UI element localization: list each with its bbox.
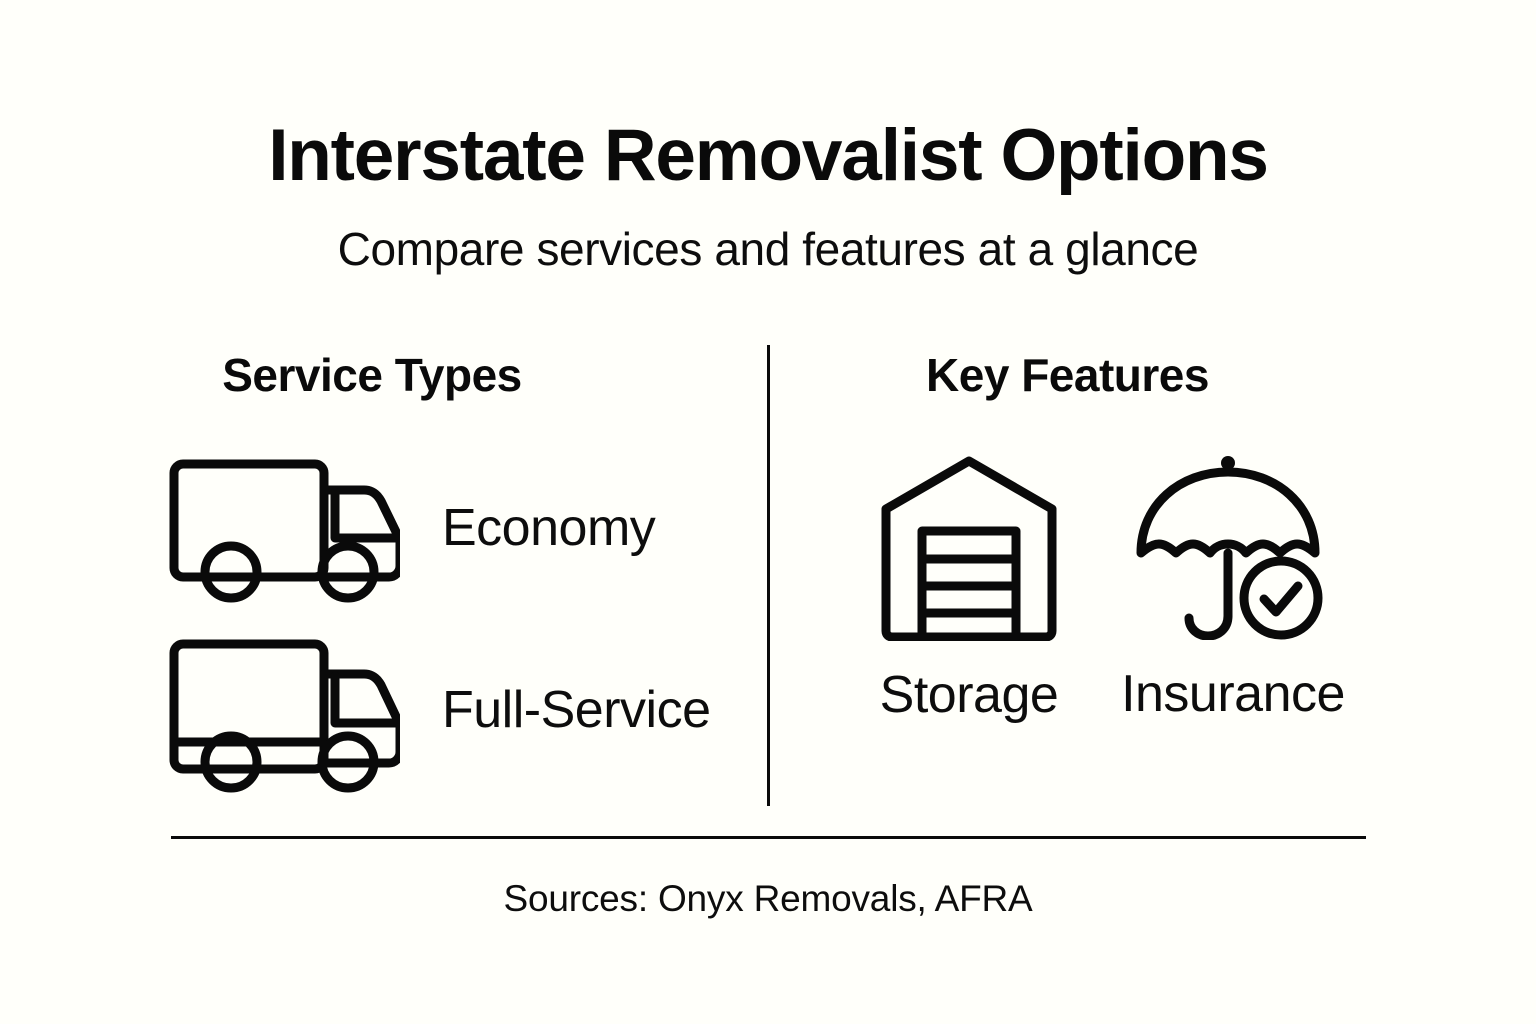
page-title: Interstate Removalist Options <box>268 115 1269 196</box>
feature-label-insurance: Insurance <box>1121 665 1345 723</box>
list-item: Insurance <box>1108 450 1358 720</box>
section-heading-service-types: Service Types <box>222 349 522 401</box>
column-divider <box>767 345 770 806</box>
section-heading-key-features: Key Features <box>926 349 1209 401</box>
footer-divider <box>171 836 1366 839</box>
warehouse-icon <box>880 455 1058 641</box>
list-item: Full-Service <box>168 634 711 793</box>
page-subtitle: Compare services and features at a glanc… <box>337 223 1199 275</box>
service-label-full-service: Full-Service <box>442 681 711 739</box>
sources-note: Sources: Onyx Removals, AFRA <box>503 878 1033 919</box>
list-item: Economy <box>168 452 656 604</box>
umbrella-check-icon <box>1128 450 1338 640</box>
list-item: Storage <box>855 455 1083 721</box>
truck-icon <box>168 452 400 604</box>
feature-label-storage: Storage <box>879 666 1059 724</box>
truck-box-icon <box>168 634 400 793</box>
service-label-economy: Economy <box>442 499 656 557</box>
